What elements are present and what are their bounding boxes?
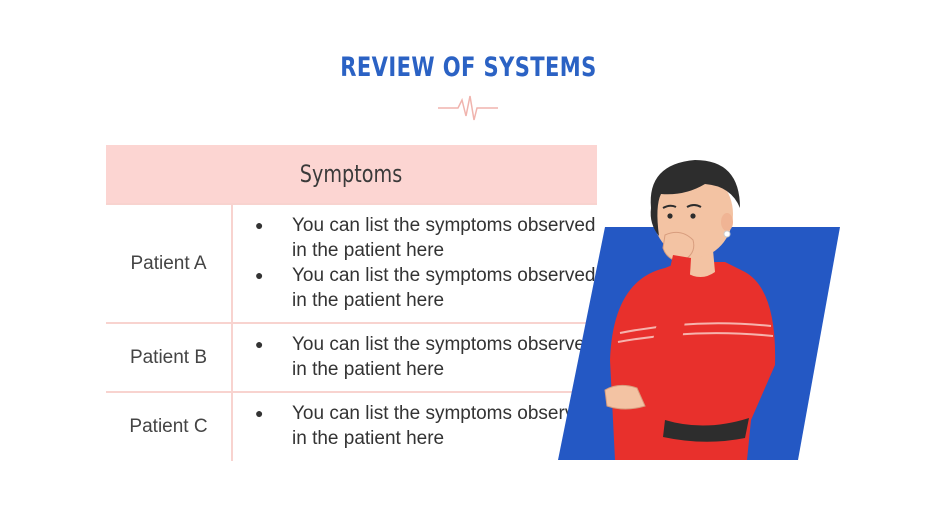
- bullet-icon: ●: [255, 405, 264, 421]
- table-row: Patient C ● You can list the symptoms ob…: [106, 391, 597, 461]
- symptoms-cell: ● You can list the symptoms observed in …: [233, 393, 597, 461]
- symptoms-cell: ● You can list the symptoms observed in …: [233, 205, 597, 322]
- symptom-line: in the patient here: [292, 359, 445, 380]
- table-row: Patient B ● You can list the symptoms ob…: [106, 322, 597, 391]
- symptom-line: You can list the symptoms observed: [292, 215, 596, 236]
- symptom-item: ● You can list the symptoms observed in …: [255, 401, 597, 451]
- symptom-item: ● You can list the symptoms observed in …: [255, 213, 597, 263]
- symptom-line: You can list the symptoms observed: [292, 403, 596, 424]
- bullet-icon: ●: [255, 336, 264, 352]
- table-header: Symptoms: [106, 145, 597, 203]
- patient-cell: Patient C: [106, 393, 233, 461]
- symptom-line: in the patient here: [292, 290, 445, 311]
- symptom-item: ● You can list the symptoms observed in …: [255, 263, 597, 313]
- symptom-line: in the patient here: [292, 428, 445, 449]
- symptom-line: in the patient here: [292, 240, 445, 261]
- symptoms-cell: ● You can list the symptoms observed in …: [233, 324, 597, 391]
- symptom-item: ● You can list the symptoms observed in …: [255, 332, 597, 382]
- bullet-icon: ●: [255, 267, 264, 283]
- slide-title: REVIEW OF SYSTEMS: [340, 52, 597, 83]
- table-header-label: Symptoms: [300, 160, 403, 188]
- thinking-person-illustration: [558, 160, 840, 460]
- patient-cell: Patient A: [106, 205, 233, 322]
- heartbeat-pulse-icon: [438, 95, 498, 121]
- symptom-line: You can list the symptoms observed: [292, 334, 596, 355]
- table-row: Patient A ● You can list the symptoms ob…: [106, 203, 597, 322]
- symptom-line: You can list the symptoms observed: [292, 265, 596, 286]
- bullet-icon: ●: [255, 217, 264, 233]
- patient-cell: Patient B: [106, 324, 233, 391]
- symptoms-table: Symptoms Patient A ● You can list the sy…: [106, 145, 597, 461]
